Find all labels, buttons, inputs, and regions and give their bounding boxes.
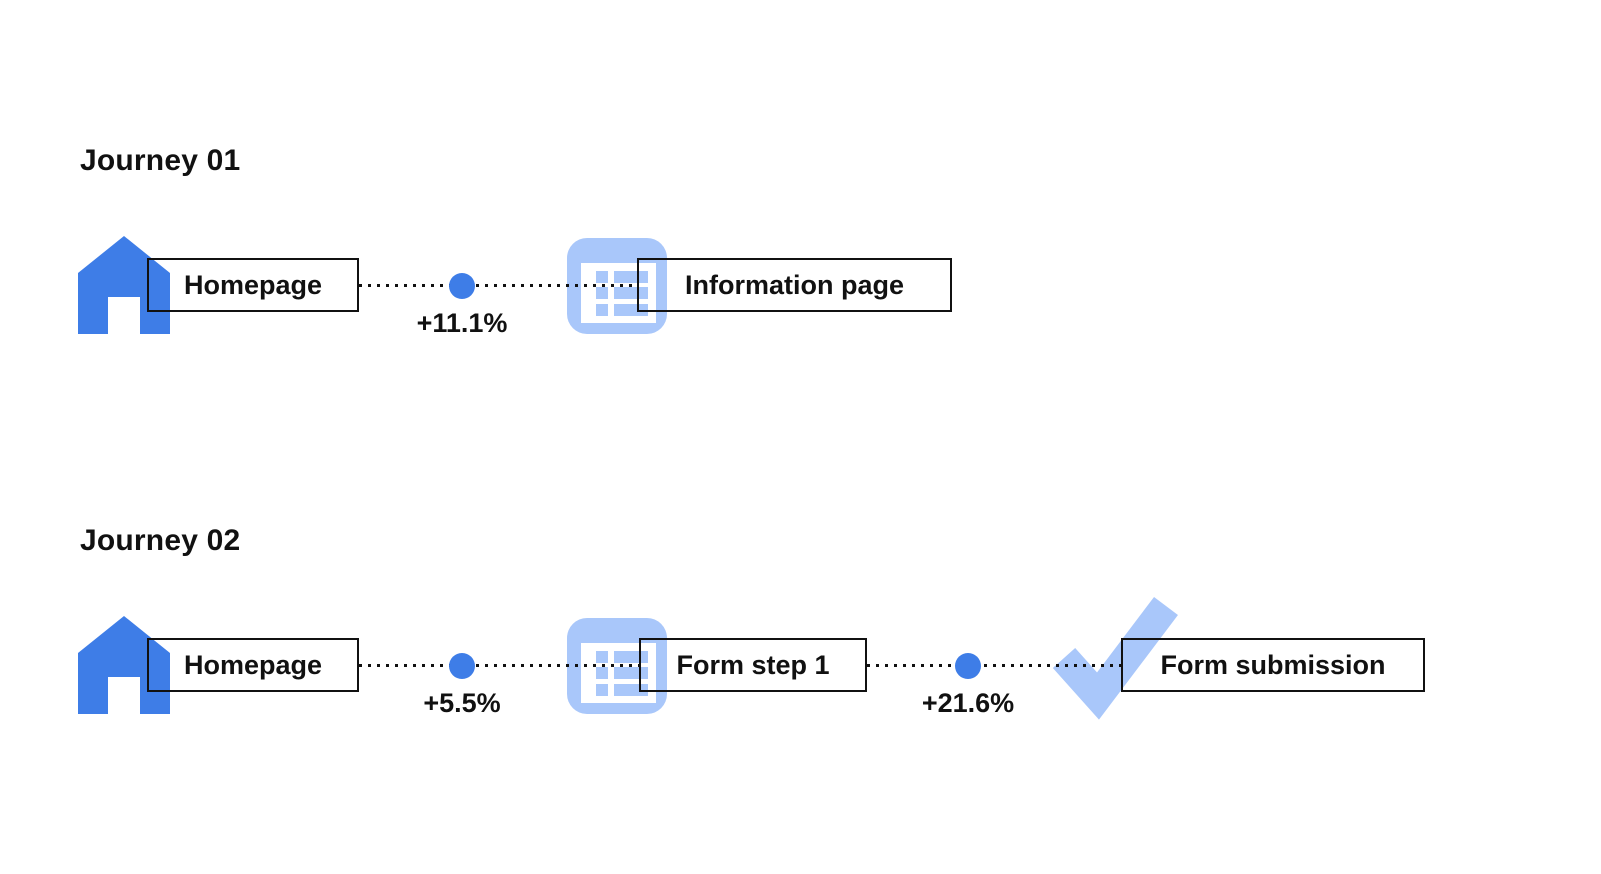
transition-value: +5.5% [423, 688, 501, 718]
transition-dot [449, 653, 475, 679]
step-label: Information page [684, 269, 904, 300]
step-node-form-step-1: Form step 1 [639, 638, 867, 692]
step-label: Homepage [183, 269, 323, 300]
step-node-homepage: Homepage [147, 638, 359, 692]
form-page-icon-panel [581, 643, 656, 703]
transition-value: +21.6% [921, 688, 1015, 718]
check-icon [1040, 594, 1180, 720]
transition-dot [449, 273, 475, 299]
form-page-icon [567, 618, 667, 714]
step-label: Homepage [183, 649, 323, 680]
form-page-icon-panel [581, 263, 656, 323]
step-node-form-submission: Form submission [1121, 638, 1425, 692]
transition-value: +11.1% [416, 308, 508, 338]
step-label: Form submission [1160, 649, 1386, 680]
connector-line [359, 664, 639, 667]
connector-line [867, 664, 1121, 667]
step-node-homepage: Homepage [147, 258, 359, 312]
step-label: Form step 1 [676, 649, 830, 680]
connector-line [359, 284, 637, 287]
step-node-information-page: Information page [637, 258, 952, 312]
journey-01-title: Journey 01 [80, 144, 241, 177]
journey-02-title: Journey 02 [80, 524, 241, 557]
transition-dot [955, 653, 981, 679]
